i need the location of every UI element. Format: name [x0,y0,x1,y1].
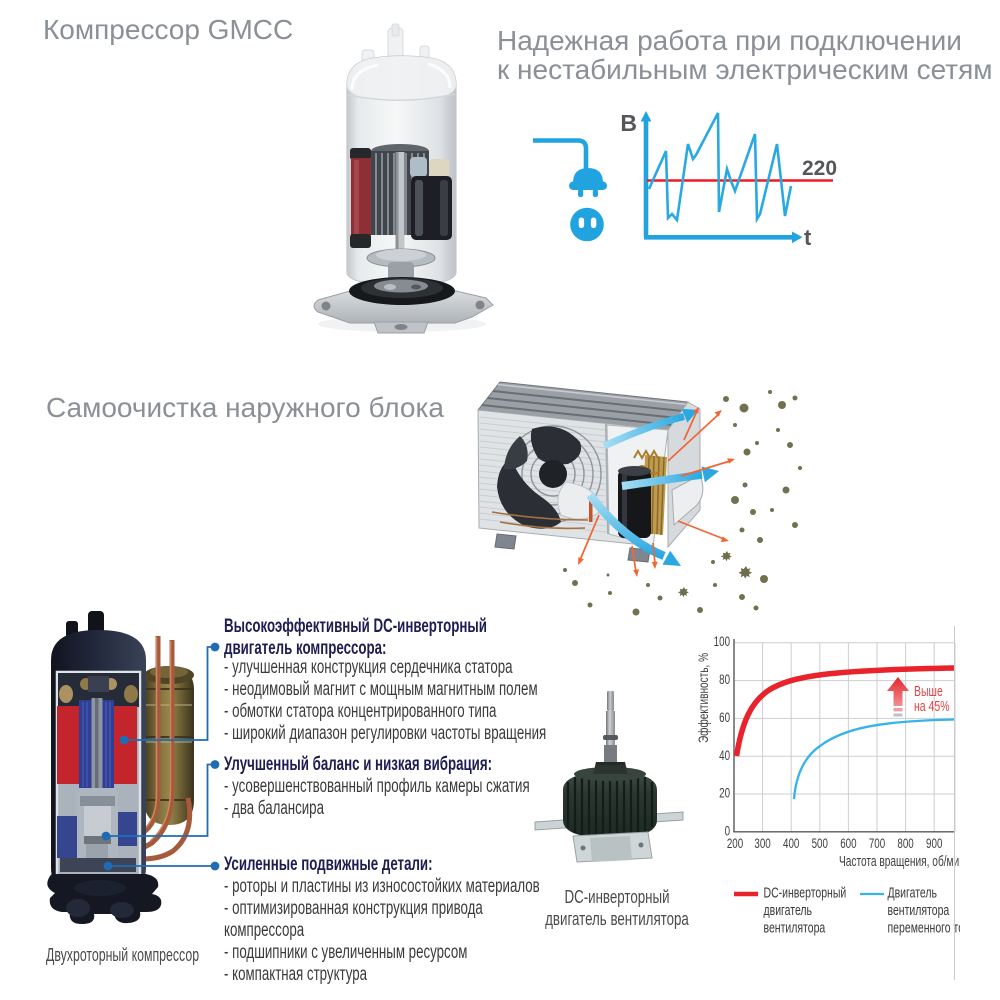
svg-text:600: 600 [840,835,857,851]
svg-text:200: 200 [727,835,744,851]
svg-text:60: 60 [719,709,730,725]
svg-text:t: t [804,225,812,250]
svg-text:100: 100 [714,633,731,649]
svg-text:на 45%: на 45% [914,697,950,714]
svg-text:20: 20 [719,785,730,801]
svg-text:300: 300 [754,835,771,851]
svg-text:переменного тока: переменного тока [888,919,961,936]
svg-text:Двигатель: Двигатель [888,884,938,901]
svg-text:800: 800 [897,835,914,851]
svg-text:0: 0 [725,823,731,839]
svg-text:Частота вращения, об/мин: Частота вращения, об/мин [839,853,960,869]
svg-text:400: 400 [783,835,800,851]
svg-text:900: 900 [926,835,943,851]
svg-text:двигатель: двигатель [764,901,813,918]
svg-text:вентилятора: вентилятора [888,901,950,918]
svg-text:Эффективность, %: Эффективность, % [695,653,711,743]
svg-text:вентилятора: вентилятора [764,919,826,936]
svg-text:В: В [620,110,637,136]
svg-text:80: 80 [719,671,730,687]
svg-text:500: 500 [812,835,829,851]
svg-text:Выше: Выше [914,682,943,699]
svg-text:40: 40 [719,747,730,763]
svg-text:DC-инверторный: DC-инверторный [764,884,847,901]
svg-text:700: 700 [869,835,886,851]
svg-text:220: 220 [802,157,837,180]
